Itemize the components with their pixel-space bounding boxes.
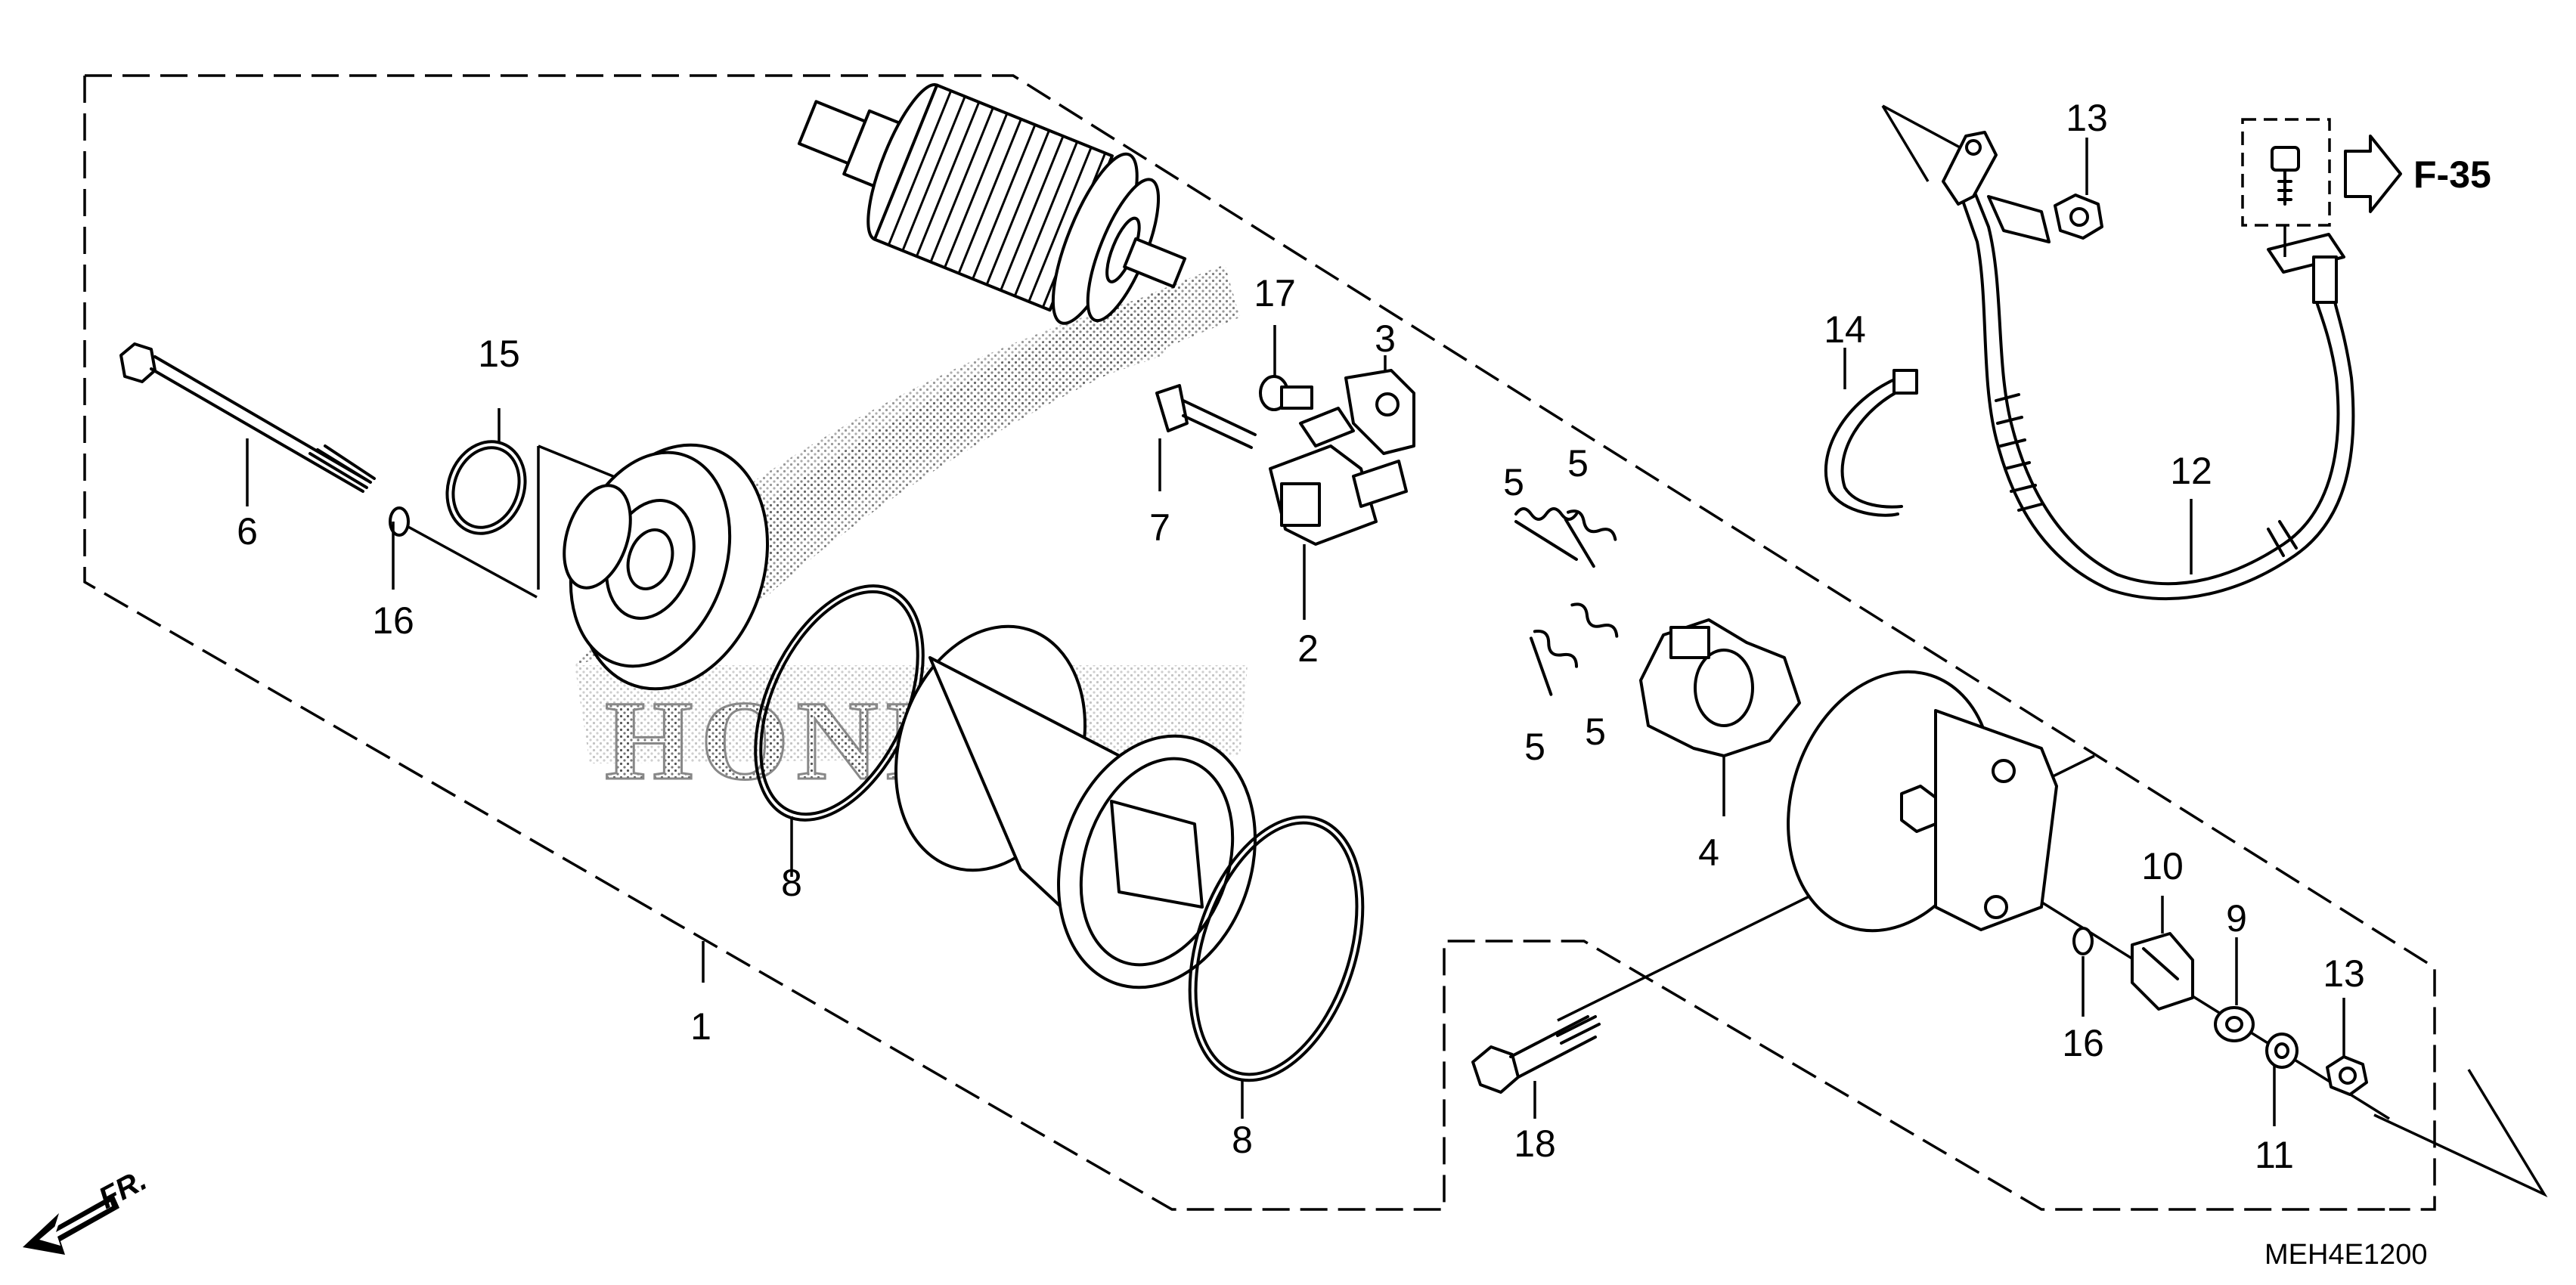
assembly-boundary-left [83,76,2389,1211]
label-5d: 5 [1585,711,1606,753]
reference-label: F-35 [2413,153,2491,196]
o-ring-15 [445,440,527,535]
brush-spring-5d [1570,602,1619,638]
label-12: 12 [2170,450,2212,492]
label-10: 10 [2141,845,2184,887]
label-13b: 13 [2323,952,2365,995]
bolt-7 [1155,384,1257,449]
label-14: 14 [1824,308,1866,351]
label-6: 6 [237,510,258,553]
washer-16a [389,506,410,537]
label-7: 7 [1149,506,1170,549]
brush-spring-5b [1564,509,1617,568]
starter-cable-12 [1949,150,2355,601]
cable-terminal-upper [1942,131,2051,243]
washer-11 [2265,1033,2299,1069]
front-direction-arrow-icon [23,1194,119,1255]
label-16b: 16 [2062,1022,2104,1064]
cable-group-bracket [1881,105,1930,182]
label-15: 15 [478,333,520,375]
rear-cover [537,443,769,691]
label-3: 3 [1375,317,1396,360]
label-17: 17 [1254,272,1296,314]
small-bolt-in-box [2271,146,2300,206]
yoke-housing [894,624,1257,989]
label-4: 4 [1698,831,1719,874]
label-5a: 5 [1503,461,1524,503]
label-18: 18 [1514,1122,1556,1165]
label-1: 1 [690,1005,711,1048]
label-8b: 8 [1232,1119,1253,1161]
diagram-code: MEH4E1200 [2264,1239,2427,1271]
label-9: 9 [2226,897,2247,940]
brush-holder-plate-4 [1639,618,1801,757]
brush-spring-5c [1529,629,1579,696]
nut-13b [2326,1055,2368,1096]
label-8a: 8 [781,862,802,904]
lower-right-bracket [2373,1069,2548,1198]
label-13a: 13 [2066,97,2108,139]
insulator-10 [2131,932,2194,1011]
washer-9 [2214,1006,2255,1042]
clamp-14 [1824,369,1918,517]
long-bolt-6 [119,342,376,493]
label-11: 11 [2255,1134,2294,1176]
brush-holder-2 [1269,407,1408,546]
washer-16b [2072,927,2094,955]
label-5b: 5 [1567,442,1589,485]
bolt-18 [1471,1015,1601,1094]
armature [797,83,1187,325]
reference-arrow-icon [2344,135,2402,213]
nut-13a [2054,194,2103,240]
terminal-3 [1344,369,1415,455]
brush-spring-5a [1514,507,1578,561]
cable-terminal-lower [2267,233,2345,304]
label-2: 2 [1297,627,1319,670]
o-ring-8b [1188,815,1365,1082]
leader-lines [246,138,2345,1126]
label-5c: 5 [1524,726,1545,768]
screw-17 [1259,375,1313,411]
assembly-boundary-main [85,74,2436,1211]
front-cover-bracket [1787,670,2058,933]
label-16a: 16 [372,599,414,642]
